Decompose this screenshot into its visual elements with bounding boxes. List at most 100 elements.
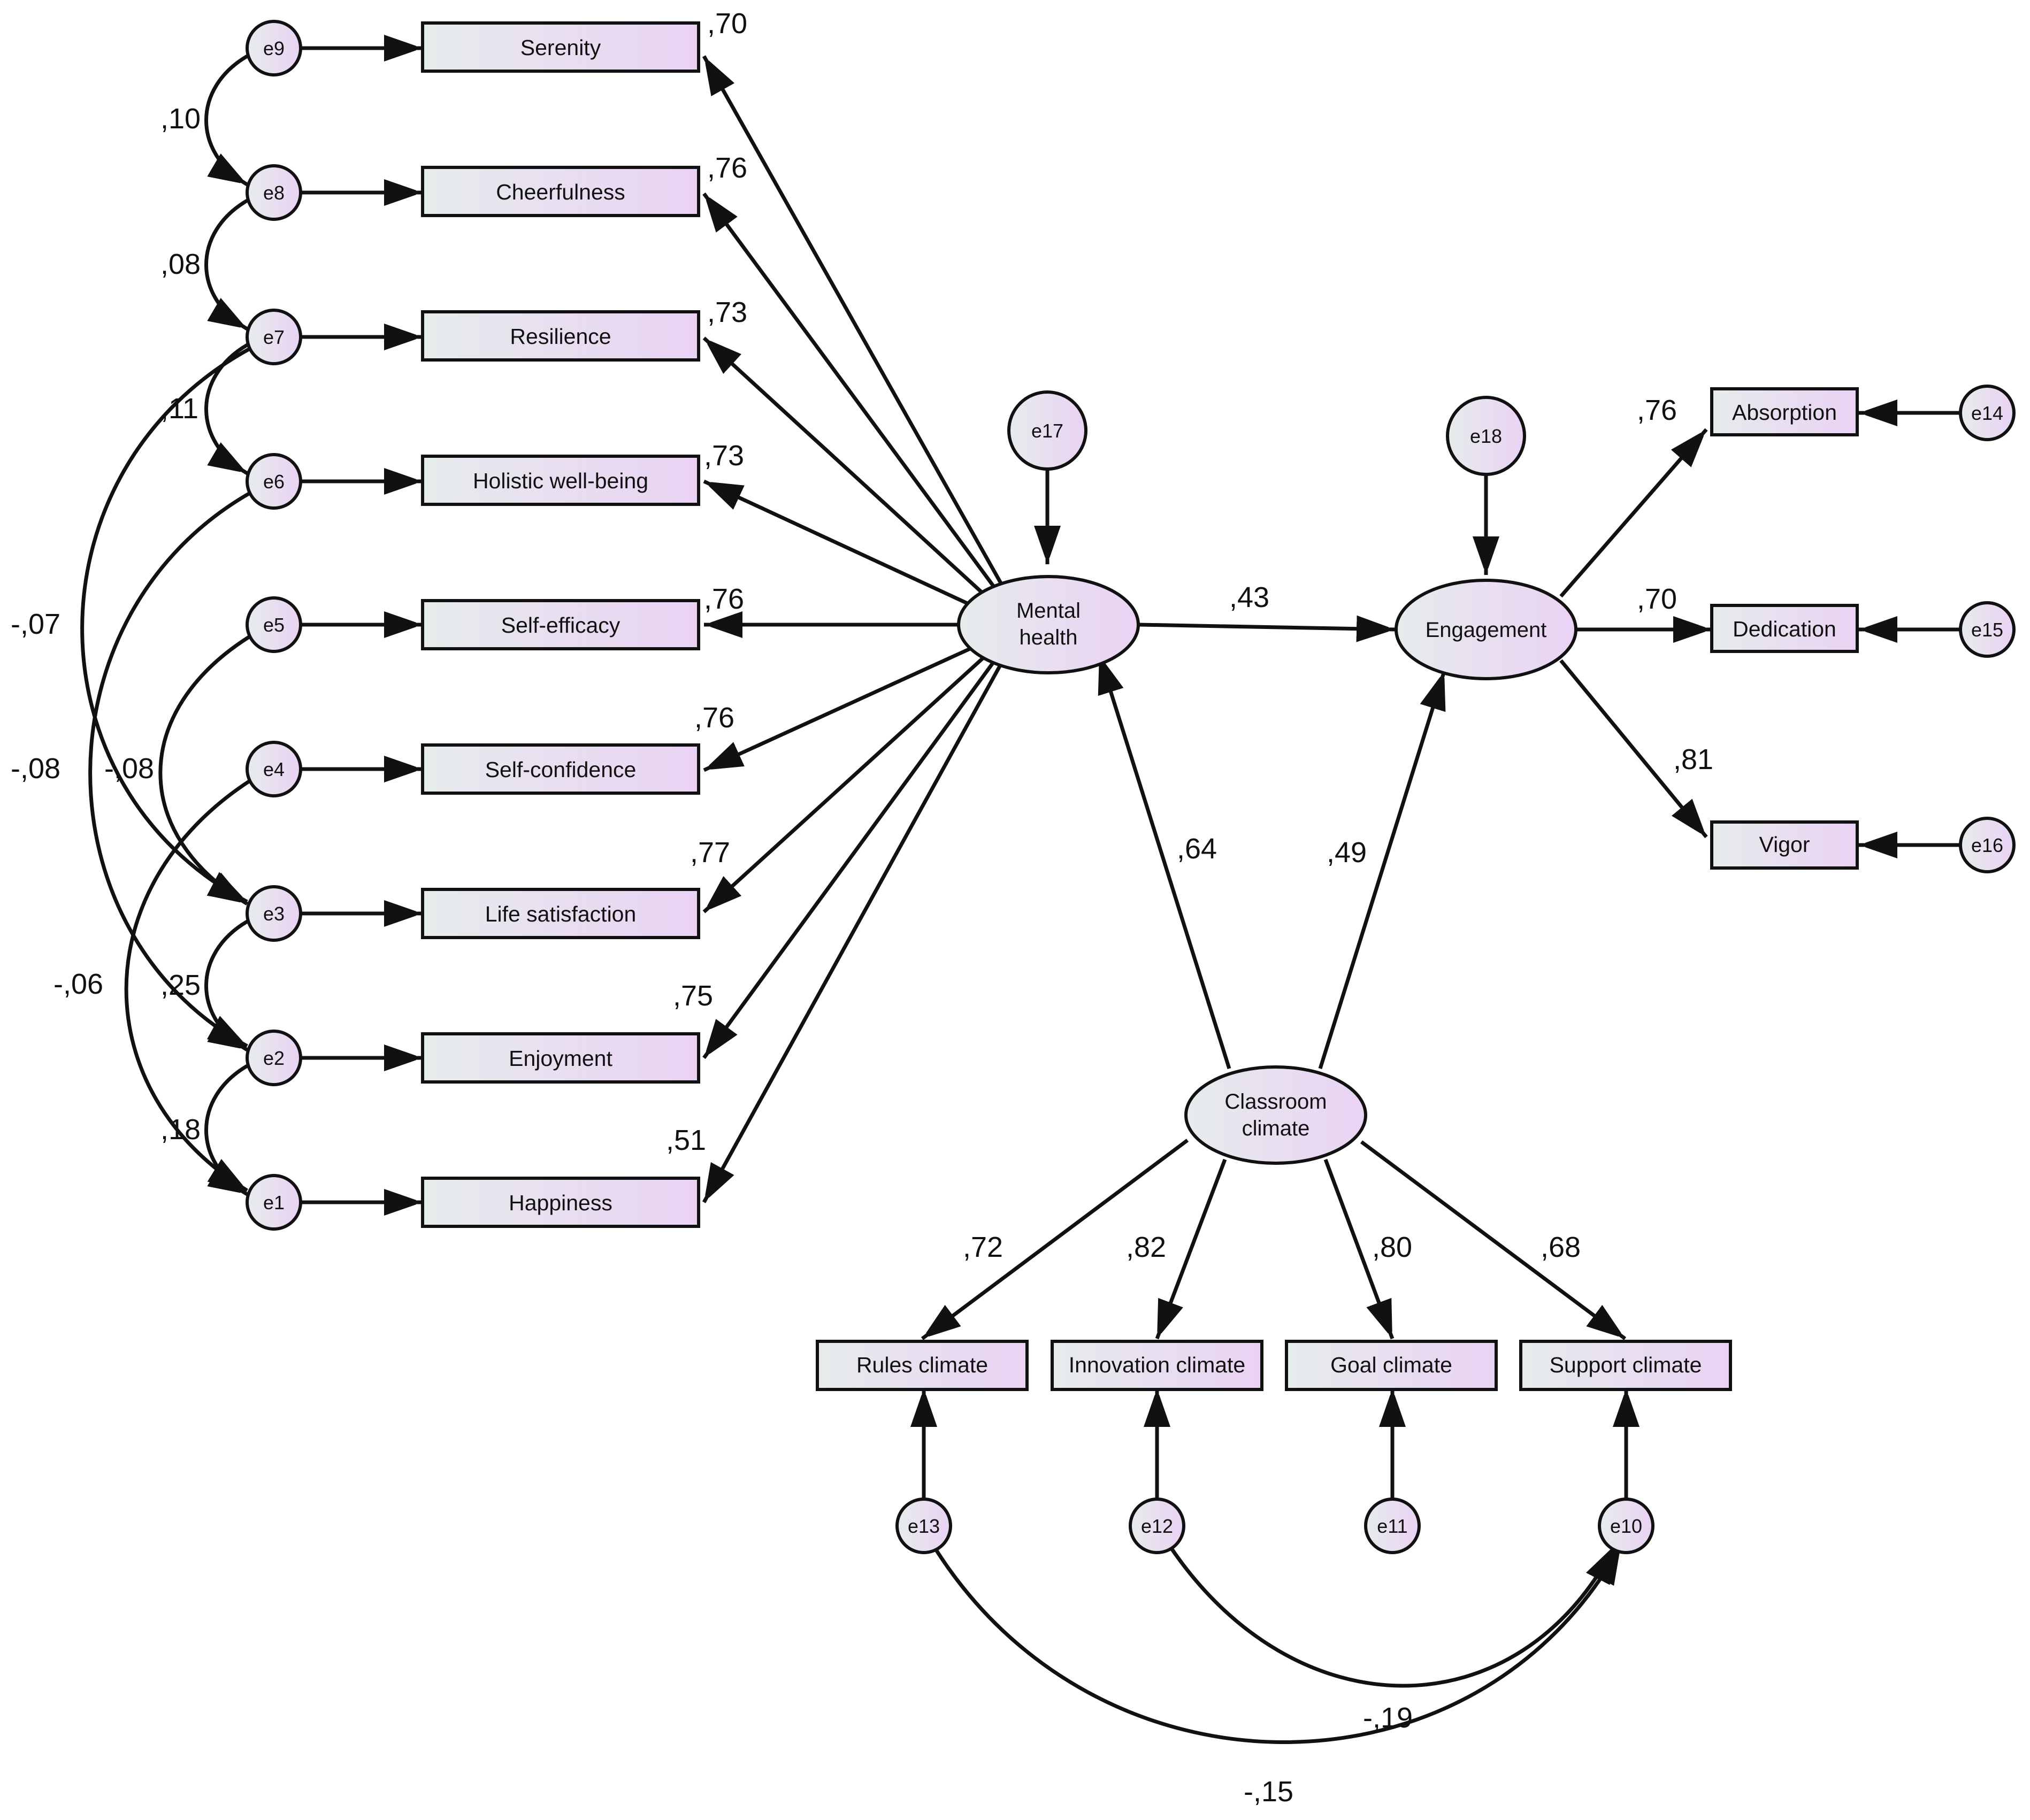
error-label-e15: e15 bbox=[1971, 619, 2003, 641]
loading-mental-selfefficacy: ,76 bbox=[704, 583, 744, 615]
cov-e6-e2 bbox=[88, 493, 250, 1048]
indicator-box-cheerfulness bbox=[421, 166, 700, 217]
path-mental-happiness bbox=[702, 652, 1009, 1203]
loading-mental-holistic: ,73 bbox=[704, 440, 744, 472]
loading-engagement-vigor: ,81 bbox=[1673, 743, 1713, 775]
indicator-label-support: Support climate bbox=[1550, 1353, 1702, 1377]
cov-label-e7-e3: -,07 bbox=[11, 608, 60, 640]
loading-classroom-rules: ,72 bbox=[963, 1231, 1003, 1263]
path-mental-cheerfulness bbox=[702, 192, 1005, 601]
error-circle-e5 bbox=[246, 596, 302, 653]
indicator-box-serenity bbox=[421, 21, 700, 73]
latent-label-mental-line1: Mental bbox=[1016, 599, 1081, 623]
path-mental-engagement bbox=[1139, 625, 1396, 629]
error-circle-e17 bbox=[1007, 390, 1087, 471]
indicator-label-holistic: Holistic well-being bbox=[473, 469, 648, 493]
path-classroom-innovation bbox=[1155, 1158, 1227, 1340]
indicator-box-innovation bbox=[1051, 1340, 1263, 1391]
indicator-label-absorption: Absorption bbox=[1732, 400, 1837, 425]
error-circle-e15 bbox=[1959, 601, 2016, 658]
error-circle-e4 bbox=[246, 741, 302, 797]
path-mental-enjoyment bbox=[702, 650, 1003, 1059]
latent-label-engagement: Engagement bbox=[1426, 618, 1547, 642]
error-circle-e13 bbox=[895, 1498, 952, 1554]
indicator-box-lifesat bbox=[421, 888, 700, 939]
indicator-label-selfefficacy: Self-efficacy bbox=[501, 613, 621, 638]
error-circle-e16 bbox=[1959, 817, 2016, 873]
error-label-e16: e16 bbox=[1971, 834, 2003, 856]
error-label-e14: e14 bbox=[1971, 402, 2003, 424]
cov-e3-e2 bbox=[204, 921, 248, 1052]
cov-e8-e7 bbox=[204, 201, 248, 331]
indicator-box-goal bbox=[1285, 1340, 1498, 1391]
loading-engagement-dedication: ,70 bbox=[1637, 583, 1677, 615]
error-circle-e10 bbox=[1598, 1498, 1654, 1554]
cov-label-e7-e6: ,11 bbox=[160, 393, 198, 425]
cov-label-e5-e3: -,08 bbox=[104, 752, 154, 785]
path-classroom-rules bbox=[921, 1139, 1189, 1340]
cov-label-e4-e1: -,06 bbox=[53, 968, 103, 1000]
error-label-e5: e5 bbox=[263, 614, 285, 636]
error-circle-e14 bbox=[1959, 385, 2016, 441]
indicator-box-absorption bbox=[1710, 387, 1859, 436]
indicator-box-holistic bbox=[421, 455, 700, 506]
error-circle-e8 bbox=[246, 164, 302, 221]
error-circle-e11 bbox=[1364, 1498, 1421, 1554]
loading-mental-resilience: ,73 bbox=[707, 296, 747, 328]
error-label-e1: e1 bbox=[263, 1192, 285, 1214]
path-coef-classroom-mental: ,64 bbox=[1177, 833, 1217, 865]
error-circle-e1 bbox=[246, 1174, 302, 1231]
indicator-label-dedication: Dedication bbox=[1733, 617, 1836, 641]
loading-classroom-support: ,68 bbox=[1541, 1231, 1581, 1263]
path-classroom-support bbox=[1360, 1140, 1627, 1340]
indicator-box-enjoyment bbox=[421, 1032, 700, 1084]
path-mental-selfconfidence bbox=[703, 640, 986, 772]
loading-classroom-innovation: ,82 bbox=[1126, 1231, 1166, 1263]
error-circle-e18 bbox=[1446, 396, 1526, 476]
indicator-box-vigor bbox=[1710, 820, 1859, 870]
indicator-box-selfconfidence bbox=[421, 743, 700, 795]
indicator-label-resilience: Resilience bbox=[510, 324, 611, 349]
error-circle-e9 bbox=[246, 20, 302, 76]
path-mental-resilience bbox=[702, 336, 997, 606]
cov-e9-e8 bbox=[204, 56, 248, 187]
error-label-e13: e13 bbox=[908, 1515, 940, 1537]
loading-mental-happiness: ,51 bbox=[666, 1124, 706, 1156]
latent-ellipse-engagement bbox=[1395, 579, 1577, 680]
indicator-label-enjoyment: Enjoyment bbox=[509, 1046, 612, 1071]
path-coef-classroom-engagement: ,49 bbox=[1327, 836, 1367, 869]
path-mental-serenity bbox=[702, 55, 1010, 597]
cov-e12-e10 bbox=[1169, 1545, 1618, 1688]
indicator-box-happiness bbox=[421, 1177, 700, 1228]
error-label-e10: e10 bbox=[1610, 1515, 1642, 1537]
loading-classroom-goal: ,80 bbox=[1372, 1231, 1412, 1263]
latent-label-classroom-line2: climate bbox=[1242, 1117, 1310, 1140]
cov-e4-e1 bbox=[124, 781, 250, 1192]
path-mental-lifesat bbox=[702, 647, 995, 913]
path-classroom-mental bbox=[1097, 654, 1231, 1070]
cov-label-e8-e7: ,08 bbox=[160, 248, 201, 280]
error-circle-e2 bbox=[246, 1030, 302, 1086]
latent-label-mental-line2: health bbox=[1020, 626, 1078, 649]
error-label-e2: e2 bbox=[263, 1047, 285, 1069]
error-circle-e7 bbox=[246, 309, 302, 365]
error-circle-e12 bbox=[1129, 1498, 1185, 1554]
cov-label-e12-e10: -,19 bbox=[1363, 1702, 1413, 1734]
indicator-label-selfconfidence: Self-confidence bbox=[485, 757, 637, 782]
loading-mental-cheerfulness: ,76 bbox=[707, 152, 747, 184]
indicator-label-innovation: Innovation climate bbox=[1069, 1353, 1245, 1377]
indicator-label-rules: Rules climate bbox=[856, 1353, 988, 1377]
error-label-e7: e7 bbox=[263, 326, 285, 348]
indicator-box-support bbox=[1519, 1340, 1732, 1391]
loading-mental-serenity: ,70 bbox=[707, 7, 747, 40]
error-label-e4: e4 bbox=[263, 758, 285, 780]
path-coef-mental-engagement: ,43 bbox=[1229, 581, 1269, 613]
error-circle-e3 bbox=[246, 885, 302, 942]
path-classroom-goal bbox=[1323, 1158, 1395, 1340]
latent-ellipse-mental-health bbox=[957, 575, 1140, 674]
error-label-e17: e17 bbox=[1031, 420, 1063, 442]
error-circle-e6 bbox=[246, 453, 302, 510]
path-classroom-engagement bbox=[1318, 670, 1446, 1070]
cov-e7-e3 bbox=[80, 349, 250, 904]
